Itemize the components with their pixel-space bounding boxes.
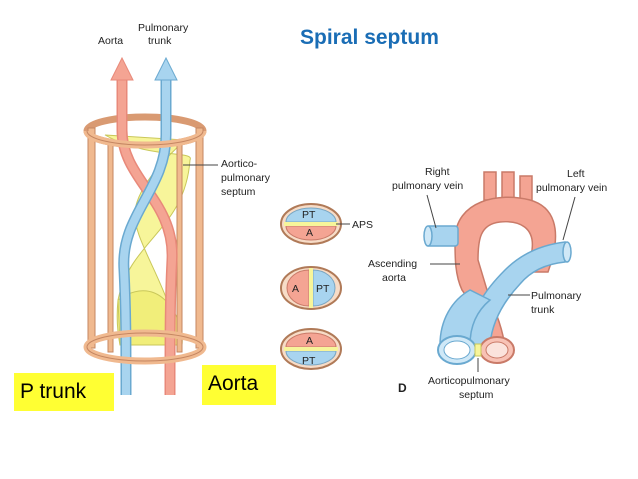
cross-mid-septum xyxy=(309,268,313,308)
page-title: Spiral septum xyxy=(300,26,439,49)
cross-top-a-half xyxy=(285,225,337,241)
cross-bot-pt-half xyxy=(285,350,337,366)
cylinder-panel: Aorta Pulmonary trunk Aortico- pulmonary… xyxy=(83,22,271,396)
heart-vessels-panel: Right pulmonary vein Left pulmonary vein… xyxy=(368,166,607,401)
label-septum-1: Aortico- xyxy=(221,158,258,170)
frame-bar-left xyxy=(87,127,96,349)
label-septum-3: septum xyxy=(221,186,256,198)
pulmonary-lumen xyxy=(443,340,471,360)
aortic-branch-1 xyxy=(483,171,497,201)
pulmonary-tube xyxy=(119,75,170,396)
label-pulm-trunk-1: Pulmonary xyxy=(531,290,582,302)
aorta-tube xyxy=(118,75,177,396)
aorta-arrow-icon xyxy=(110,56,134,81)
frame-bar-right xyxy=(195,127,204,349)
cross-bot-upper-label: A xyxy=(306,335,313,347)
top-ring-edge xyxy=(86,130,204,146)
label-aorta-top: Aorta xyxy=(98,35,123,47)
label-ap-septum-2: septum xyxy=(459,389,494,401)
cross-top-upper-label: PT xyxy=(302,209,316,221)
cross-mid-a-half xyxy=(286,269,310,307)
cross-mid-right-label: PT xyxy=(316,283,330,295)
left-pv-leader xyxy=(562,196,576,241)
pulmonary-trunk-vessel xyxy=(469,241,566,346)
pulmonary-trunk-base xyxy=(439,289,492,346)
cross-mid-left-label: A xyxy=(292,283,299,295)
cross-bot-a-half xyxy=(285,332,337,348)
right-pv-leader xyxy=(426,194,437,229)
label-ascending-1: Ascending xyxy=(368,258,417,270)
p-trunk-highlight: P trunk xyxy=(14,373,114,411)
cross-top-lower-label: A xyxy=(306,227,313,239)
right-pv-opening xyxy=(423,225,433,247)
label-pulm-trunk-2: trunk xyxy=(531,304,555,316)
label-septum-2: pulmonary xyxy=(221,172,271,184)
ap-septum-mark xyxy=(474,343,482,357)
label-pulmonary-top: Pulmonary xyxy=(138,22,189,34)
panel-letter: D xyxy=(398,381,407,395)
label-left-pv-1: Left xyxy=(567,168,585,180)
aps-label: APS xyxy=(352,219,373,231)
pulmonary-arrow-icon xyxy=(154,56,178,81)
aortic-branch-2 xyxy=(501,171,515,201)
cross-bot-lower-label: PT xyxy=(302,355,316,367)
aorta-lumen xyxy=(485,341,509,359)
label-right-pv-2: pulmonary vein xyxy=(392,180,463,192)
cross-bot-septum xyxy=(284,347,338,351)
bottom-ring-edge xyxy=(86,332,204,362)
cross-mid-pt-half xyxy=(312,269,336,307)
label-right-pv-1: Right xyxy=(425,166,450,178)
frame-bar-mid-right xyxy=(176,139,183,353)
cross-top-septum xyxy=(284,222,338,226)
cross-sections: PT A APS A PT A PT xyxy=(280,203,373,370)
aorta-highlight: Aorta xyxy=(202,365,276,405)
frame-bar-mid-left xyxy=(107,139,114,353)
left-pv-opening xyxy=(562,241,572,263)
label-ap-septum-1: Aorticopulmonary xyxy=(428,375,510,387)
cross-top-pt-half xyxy=(285,207,337,223)
label-ascending-2: aorta xyxy=(382,272,406,284)
label-left-pv-2: pulmonary vein xyxy=(536,182,607,194)
label-trunk-top: trunk xyxy=(148,35,172,47)
